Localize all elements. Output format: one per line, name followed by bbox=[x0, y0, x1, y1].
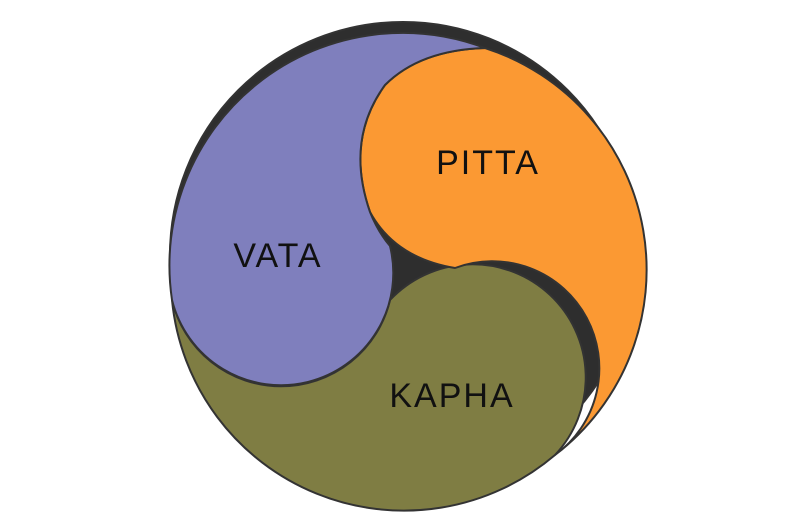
kapha-label: KAPHA bbox=[389, 377, 514, 415]
pitta-label: PITTA bbox=[436, 144, 540, 182]
vata-segment bbox=[168, 31, 486, 387]
vata-label: VATA bbox=[233, 237, 322, 275]
